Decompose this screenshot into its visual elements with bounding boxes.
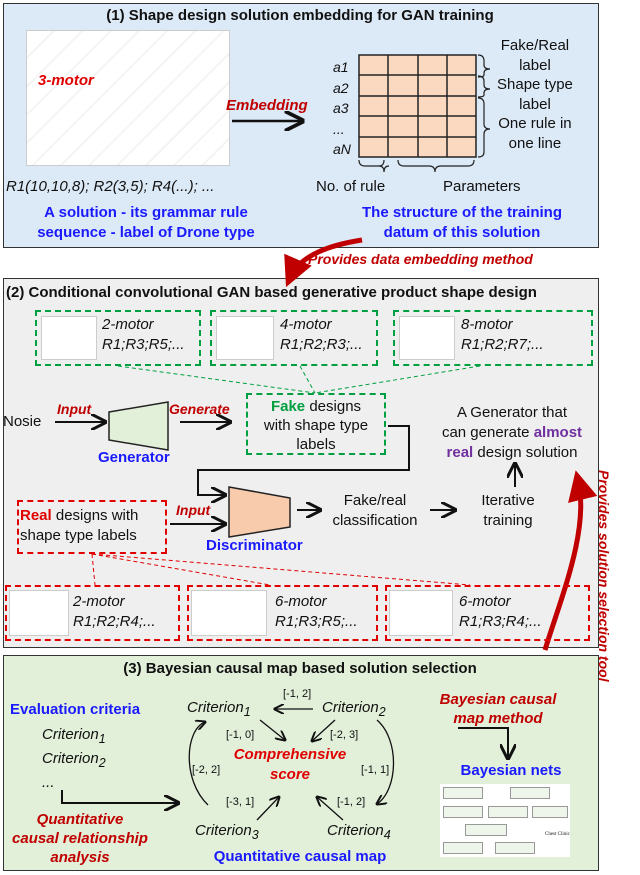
fake-links [117,365,481,394]
braces [358,54,491,173]
input-label-1: Input [57,401,92,417]
drone-3-motor-image [26,30,230,166]
weight-c2-score: [-2, 3] [330,729,359,741]
discriminator-shape [228,486,291,538]
link2-arrow [542,470,598,651]
bayesian-net-thumbnail: Chest Clinic [440,784,570,857]
criterion-2: Criterion2 [322,699,386,719]
weight-c4-score: [-1, 2] [337,796,366,808]
causal-map-caption: Quantitative causal map [213,848,387,865]
input-label-2: Input [176,502,211,518]
discriminator-label: Discriminator [206,537,303,554]
embedding-label: Embedding [226,97,308,114]
weight-c2-c1: [-1, 2] [283,688,312,700]
drone-image [9,590,69,636]
criterion-4: Criterion4 [327,822,391,842]
evaluation-criteria-title: Evaluation criteria [10,701,141,718]
generator-label: Generator [98,449,170,466]
bayesian-nets-title: Bayesian nets [460,762,562,779]
drone-image [41,316,97,360]
panel1-title: (1) Shape design solution embedding for … [106,7,494,24]
drone-image [389,590,453,636]
drone-image [216,316,274,360]
generate-label: Generate [169,401,230,417]
weight-c2-c4: [-1, 1] [361,764,390,776]
drone-image [191,590,267,636]
link2-label: Provides solution selection tool [596,470,612,682]
panel2-title: (2) Conditional convolutional GAN based … [6,284,537,301]
drone-image [399,316,455,360]
real-links [91,553,471,586]
drone-label: 3-motor [38,72,94,89]
rule-sequence: R1(10,10,8); R2(3,5); R4(...); ... [6,178,215,195]
link1-arrow [284,237,363,288]
parameters-label: Parameters [443,178,521,195]
no-of-rule-label: No. of rule [316,178,386,195]
panel3-title: (3) Bayesian causal map based solution s… [123,660,477,677]
weight-c1-score: [-1, 0] [226,729,255,741]
weight-c3-c1: [-2, 2] [192,764,221,776]
criterion-3: Criterion3 [195,822,259,842]
criterion-1: Criterion1 [187,699,251,719]
noise-label: Nosie [3,413,42,430]
link1-label: Provides data embedding method [308,251,533,267]
generator-shape [108,401,169,451]
weight-c3-score: [-3, 1] [226,796,255,808]
data-grid [358,54,477,158]
